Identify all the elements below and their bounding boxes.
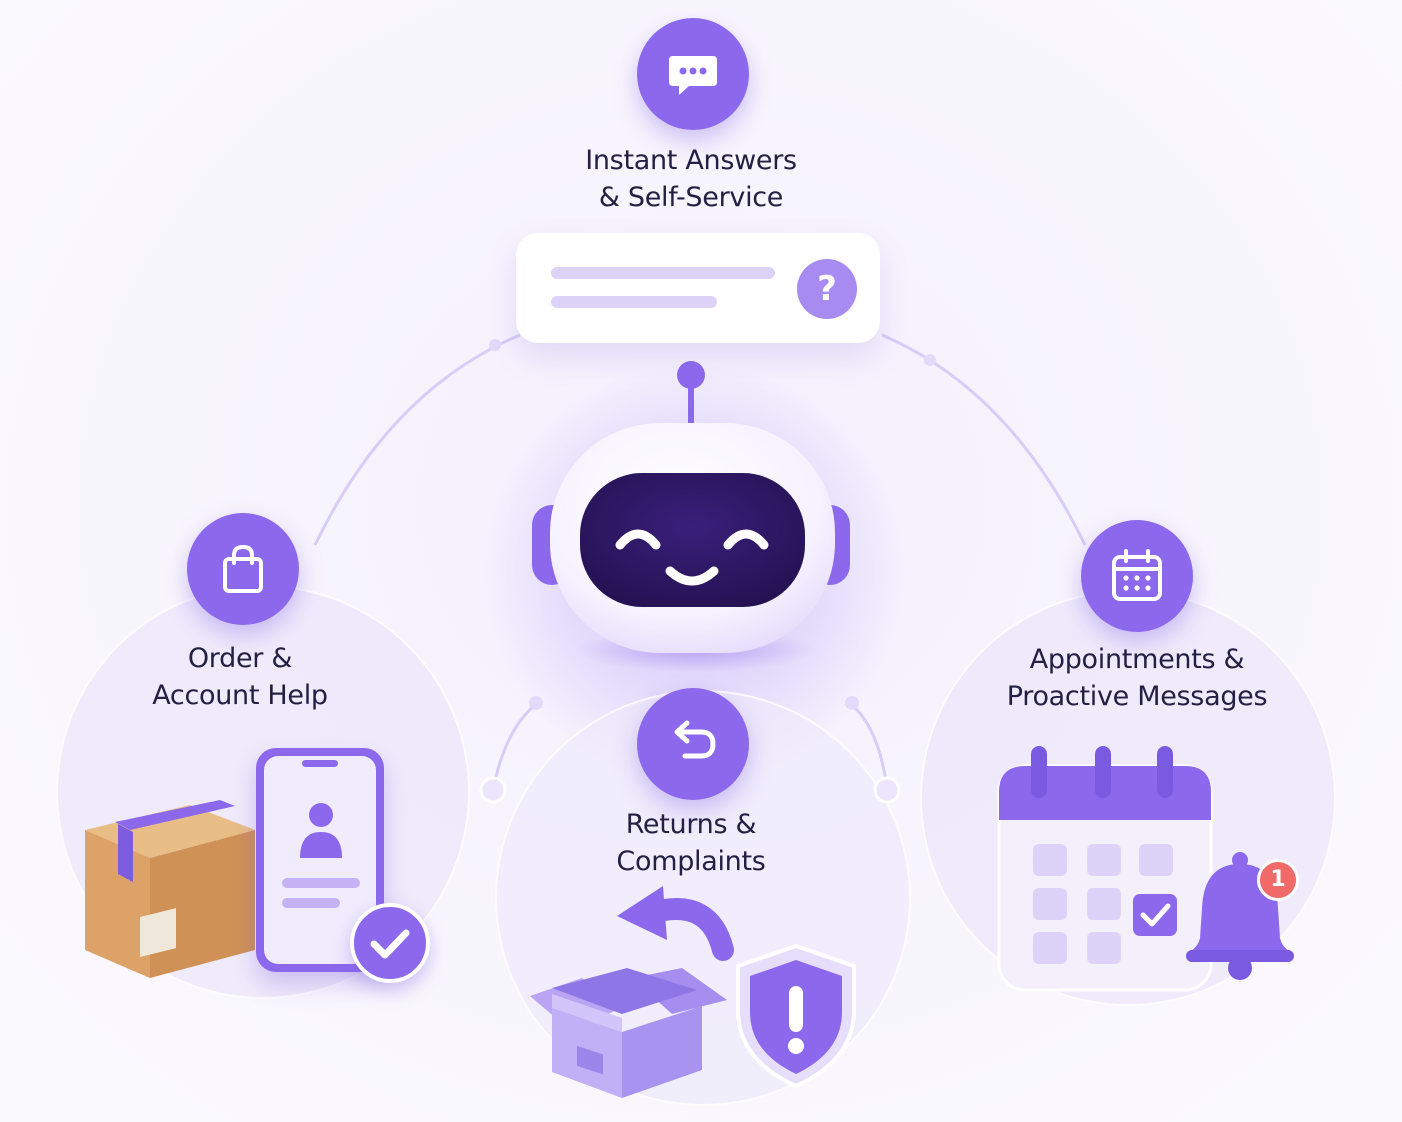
returns-line-1: Returns &: [625, 809, 757, 840]
checkmark-badge-icon: [350, 903, 430, 983]
open-box-illustration: [530, 968, 727, 1098]
package-box-illustration: [85, 800, 255, 978]
returns-icon-circle: [637, 688, 749, 800]
robot-mascot: [532, 361, 850, 672]
search-card-line-short: [551, 296, 717, 308]
returns-label: Returns & Complaints: [551, 806, 831, 880]
search-card-line-long: [551, 267, 775, 279]
appointments-icon-circle: [1081, 520, 1193, 632]
order-help-icon-circle: [187, 513, 299, 625]
user-avatar-icon: [300, 803, 342, 858]
search-card: ?: [516, 233, 880, 343]
shopping-bag-icon: [223, 544, 263, 593]
appointments-label: Appointments & Proactive Messages: [962, 641, 1312, 715]
notification-badge: 1: [1257, 859, 1299, 901]
appointments-line-2: Proactive Messages: [1006, 681, 1268, 712]
instant-answers-line-1: Instant Answers: [585, 145, 797, 176]
returns-line-2: Complaints: [616, 846, 766, 877]
phone-line-1: [282, 878, 360, 888]
calendar-illustration: [997, 746, 1213, 992]
order-help-label: Order & Account Help: [100, 640, 380, 714]
order-help-line-1: Order &: [187, 643, 293, 674]
instant-answers-line-2: & Self-Service: [598, 182, 784, 213]
calendar-icon: [1112, 549, 1162, 601]
return-arrow-icon: [674, 720, 716, 759]
shield-alert-icon: [736, 943, 856, 1089]
appointments-line-1: Appointments &: [1029, 644, 1245, 675]
order-help-line-2: Account Help: [152, 680, 328, 711]
instant-answers-icon-circle: [637, 18, 749, 130]
phone-notch: [302, 760, 338, 767]
chat-bubble-icon: [669, 56, 717, 95]
phone-illustration: [256, 748, 384, 972]
phone-screen: [264, 756, 376, 964]
question-mark-icon: ?: [797, 259, 857, 319]
curved-return-arrow-icon: [617, 886, 734, 961]
phone-line-2: [282, 898, 340, 908]
instant-answers-label: Instant Answers & Self-Service: [541, 142, 841, 216]
notification-count: 1: [1270, 867, 1286, 892]
question-glyph: ?: [817, 269, 837, 309]
